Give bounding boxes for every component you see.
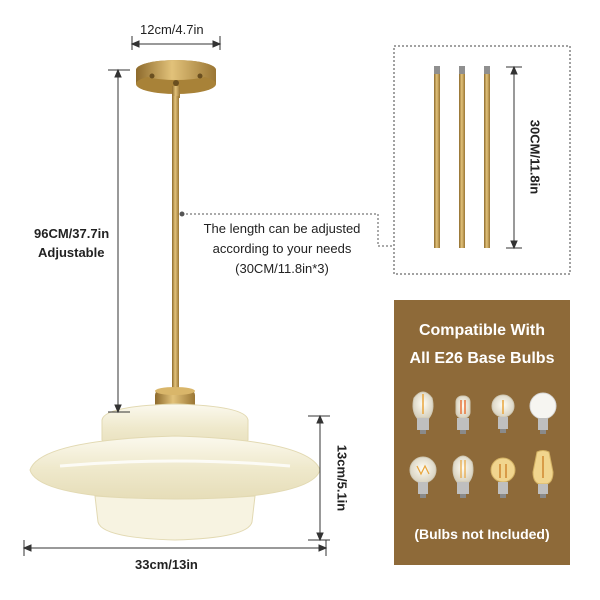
callout-line-1: The length can be adjusted <box>203 221 361 236</box>
callout-line-2: according to your needs <box>212 241 352 256</box>
rod-length-label: 30CM/11.8in <box>527 119 543 195</box>
canopy-width-dimension <box>130 36 222 50</box>
glass-shade <box>29 403 321 541</box>
extension-rods-box <box>393 45 571 275</box>
total-length-dimension <box>108 68 130 414</box>
total-length-label: 96CM/37.7in <box>34 226 110 241</box>
compat-title-line-1: Compatible With <box>418 322 546 339</box>
adjustable-label: Adjustable <box>38 245 105 260</box>
compat-footnote: (Bulbs not Included) <box>414 526 550 542</box>
callout-line-3: (30CM/11.8in*3) <box>235 261 329 276</box>
shade-width-label: 33cm/13in <box>135 557 198 572</box>
ceiling-canopy <box>136 60 216 98</box>
callout-leader <box>179 211 394 247</box>
canopy-width-label: 12cm/4.7in <box>140 22 204 37</box>
shade-width-dimension <box>22 540 328 556</box>
suspension-rod <box>172 96 179 392</box>
shade-height-label: 13cm/5.1in <box>334 444 350 512</box>
compat-title-line-2: All E26 Base Bulbs <box>409 350 555 367</box>
